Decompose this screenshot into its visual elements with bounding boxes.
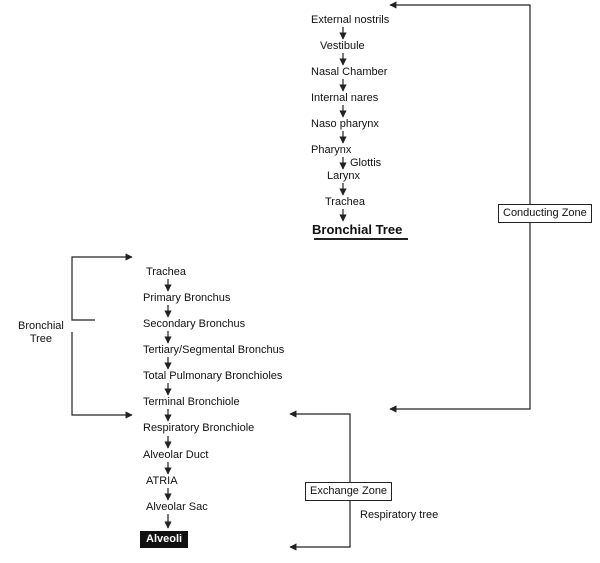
upper-item-internal-nares: Internal nares [311, 92, 379, 104]
lower-item-atria: ATRIA [146, 475, 178, 487]
upper-item-larynx: Larynx [327, 170, 361, 182]
lower-item-alveolar-sac: Alveolar Sac [146, 501, 208, 513]
conducting-zone-bracket-bottom [389, 220, 531, 413]
upper-item-vestibule: Vestibule [320, 40, 365, 52]
conducting-zone-bracket-top [389, 1, 531, 212]
exchange-zone-bracket-bottom [289, 498, 351, 551]
upper-item-external-nostrils: External nostrils [311, 14, 390, 26]
lower-item-total-pulmonary-bronchioles: Total Pulmonary Bronchioles [143, 370, 283, 382]
glottis-label: Glottis [350, 157, 382, 169]
bronchial-tree-title: Bronchial Tree [312, 222, 403, 237]
exchange-zone-label: Exchange Zone [305, 482, 393, 501]
lower-item-primary-bronchus: Primary Bronchus [143, 292, 231, 304]
bronchial-tree-bracket-bottom [71, 332, 133, 419]
upper-item-trachea: Trachea [325, 196, 365, 208]
respiratory-tree-label: Respiratory tree [360, 509, 439, 521]
alveoli-label: Alveoli [140, 531, 189, 548]
exchange-zone-bracket-top [289, 410, 351, 482]
lower-item-alveolar-duct: Alveolar Duct [143, 449, 209, 461]
lower-item-trachea: Trachea [146, 266, 186, 278]
upper-item-pharynx: Pharynx [311, 144, 352, 156]
lower-item-tertiary-bronchus: Tertiary/Segmental Bronchus [143, 344, 285, 356]
bronchial-tree-side-label: Bronchial Tree [18, 320, 64, 345]
upper-item-nasal-chamber: Nasal Chamber [311, 66, 388, 78]
lower-item-secondary-bronchus: Secondary Bronchus [143, 318, 246, 330]
conducting-zone-label: Conducting Zone [498, 204, 592, 223]
bronchial-tree-bracket-top [71, 253, 133, 321]
lower-item-respiratory-bronchiole: Respiratory Bronchiole [143, 422, 255, 434]
lower-item-terminal-bronchiole: Terminal Bronchiole [143, 396, 240, 408]
upper-item-naso-pharynx: Naso pharynx [311, 118, 379, 130]
